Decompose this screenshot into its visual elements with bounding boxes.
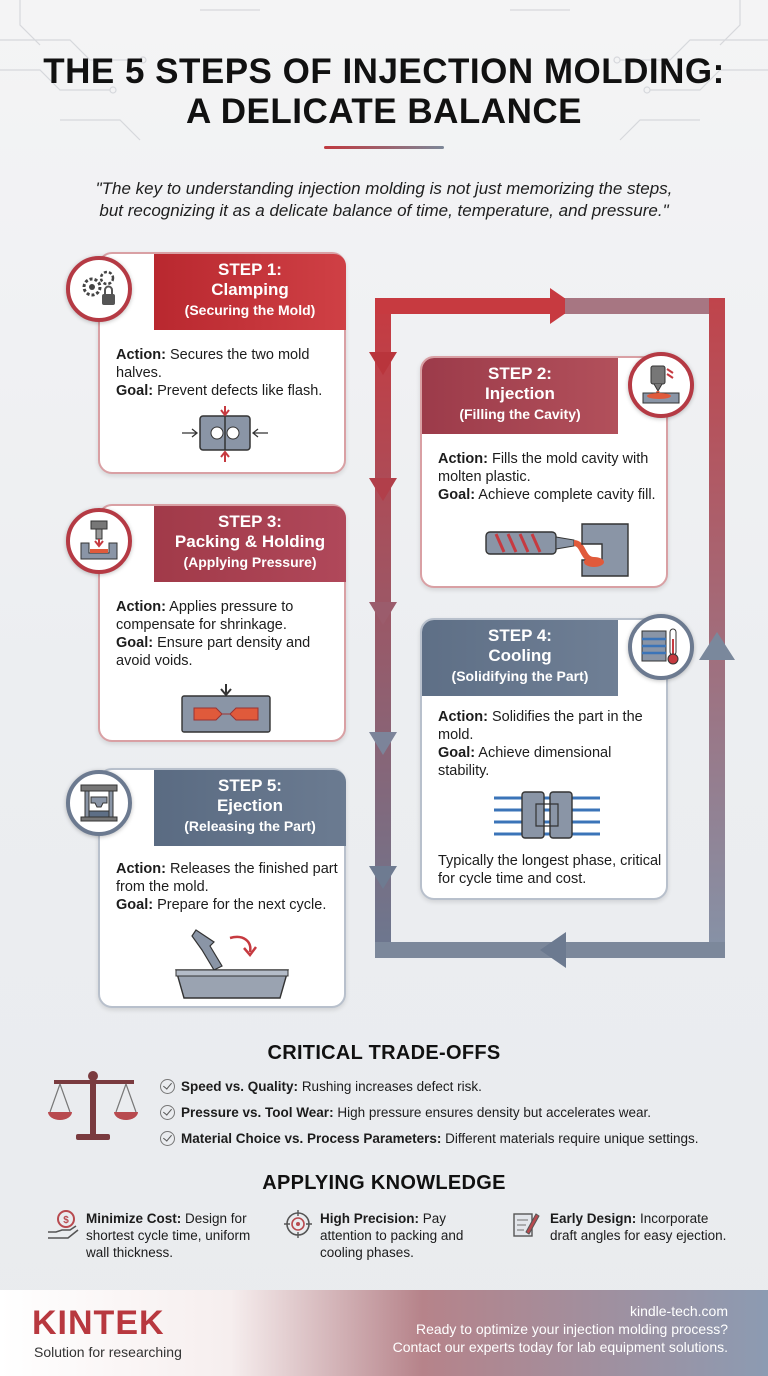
step-subtitle: (Releasing the Part) [184, 818, 316, 834]
step-4-header: STEP 4: Cooling (Solidifying the Part) [422, 620, 618, 696]
check-icon [160, 1131, 175, 1146]
page-title: THE 5 STEPS OF INJECTION MOLDING: A DELI… [43, 52, 725, 131]
check-icon [160, 1079, 175, 1094]
footer-tagline: Solution for researching [34, 1344, 182, 1360]
step-subtitle: (Filling the Cavity) [459, 406, 581, 422]
ejection-bin-illustration [175, 929, 289, 999]
pressure-mold-illustration [181, 684, 271, 733]
step-5-card: STEP 5: Ejection (Releasing the Part) Ac… [98, 768, 346, 1008]
step-2-header: STEP 2: Injection (Filling the Cavity) [422, 358, 618, 434]
step-1-card: STEP 1: Clamping (Securing the Mold) Act… [98, 252, 346, 474]
step-subtitle: (Applying Pressure) [183, 554, 317, 570]
circuit-decoration [0, 0, 768, 141]
step-name: Cooling [488, 646, 552, 665]
design-pencil-icon [513, 1213, 540, 1237]
step-2-card: STEP 2: Injection (Filling the Cavity) A… [420, 356, 668, 588]
step-1-body: Action: Secures the two mold halves. Goa… [116, 347, 323, 399]
step-subtitle: (Securing the Mold) [184, 302, 316, 318]
ejector-icon [80, 784, 118, 822]
intro-quote: "The key to understanding injection mold… [95, 179, 673, 220]
tradeoff-item: Speed vs. Quality: Rushing increases def… [160, 1078, 482, 1096]
step-3-header: STEP 3: Packing & Holding (Applying Pres… [154, 506, 346, 582]
screw-barrel-illustration [485, 523, 629, 577]
step-1-badge [66, 256, 132, 322]
step-4-note: Typically the longest phase, critical fo… [438, 853, 662, 887]
step-subtitle: (Solidifying the Part) [451, 668, 589, 684]
title-divider [324, 146, 444, 149]
step-number: STEP 3: [218, 512, 282, 531]
step-4-badge [628, 614, 694, 680]
footer-cta-line2: Contact our experts today for lab equipm… [392, 1339, 728, 1355]
step-name: Packing & Holding [174, 532, 326, 551]
injection-nozzle-icon [642, 365, 680, 404]
apply-item-precision: High Precision: Pay attention to packing… [320, 1211, 464, 1260]
step-5-badge [66, 770, 132, 836]
cooling-channels-illustration [494, 791, 600, 839]
step-1-header: STEP 1: Clamping (Securing the Mold) [154, 254, 346, 330]
process-flow-arrows [369, 288, 735, 968]
step-3-badge [66, 508, 132, 574]
footer-url[interactable]: kindle-tech.com [629, 1303, 728, 1319]
step-5-body: Action: Releases the finished part from … [116, 861, 338, 913]
step-number: STEP 4: [488, 626, 552, 645]
apply-item-cost: Minimize Cost: Design for shortest cycle… [86, 1211, 251, 1260]
press-icon [80, 520, 118, 560]
step-name: Injection [485, 384, 555, 403]
cost-hand-icon: $ [48, 1210, 79, 1239]
svg-text:$: $ [63, 1215, 69, 1226]
check-icon [160, 1105, 175, 1120]
step-3-body: Action: Applies pressure to compensate f… [116, 599, 311, 669]
step-5-header: STEP 5: Ejection (Releasing the Part) [154, 770, 346, 846]
applying-title: APPLYING KNOWLEDGE [262, 1172, 506, 1194]
balance-scale-icon [48, 1071, 138, 1140]
footer: KINTEK Solution for researching kindle-t… [0, 1290, 768, 1376]
step-number: STEP 5: [218, 776, 282, 795]
apply-item-design: Early Design: Incorporate draft angles f… [550, 1211, 727, 1243]
step-2-body: Action: Fills the mold cavity with molte… [438, 451, 656, 503]
step-name: Clamping [211, 280, 289, 299]
step-3-card: STEP 3: Packing & Holding (Applying Pres… [98, 504, 346, 742]
step-name: Ejection [216, 796, 284, 815]
mold-clamp-illustration [182, 406, 268, 462]
step-number: STEP 1: [218, 260, 282, 279]
tradeoffs-title: CRITICAL TRADE-OFFS [267, 1042, 501, 1064]
kintek-logo: KINTEK [32, 1304, 165, 1342]
step-2-badge [628, 352, 694, 418]
tradeoff-item: Material Choice vs. Process Parameters: … [160, 1130, 699, 1148]
tradeoff-item: Pressure vs. Tool Wear: High pressure en… [160, 1104, 651, 1122]
step-4-body: Action: Solidifies the part in the mold.… [438, 709, 643, 779]
target-icon [284, 1210, 312, 1238]
step-4-card: STEP 4: Cooling (Solidifying the Part) A… [420, 618, 668, 900]
gears-lock-icon [82, 270, 115, 305]
footer-cta-line1: Ready to optimize your injection molding… [415, 1321, 728, 1337]
step-number: STEP 2: [488, 364, 552, 383]
thermometer-icon [641, 628, 679, 665]
